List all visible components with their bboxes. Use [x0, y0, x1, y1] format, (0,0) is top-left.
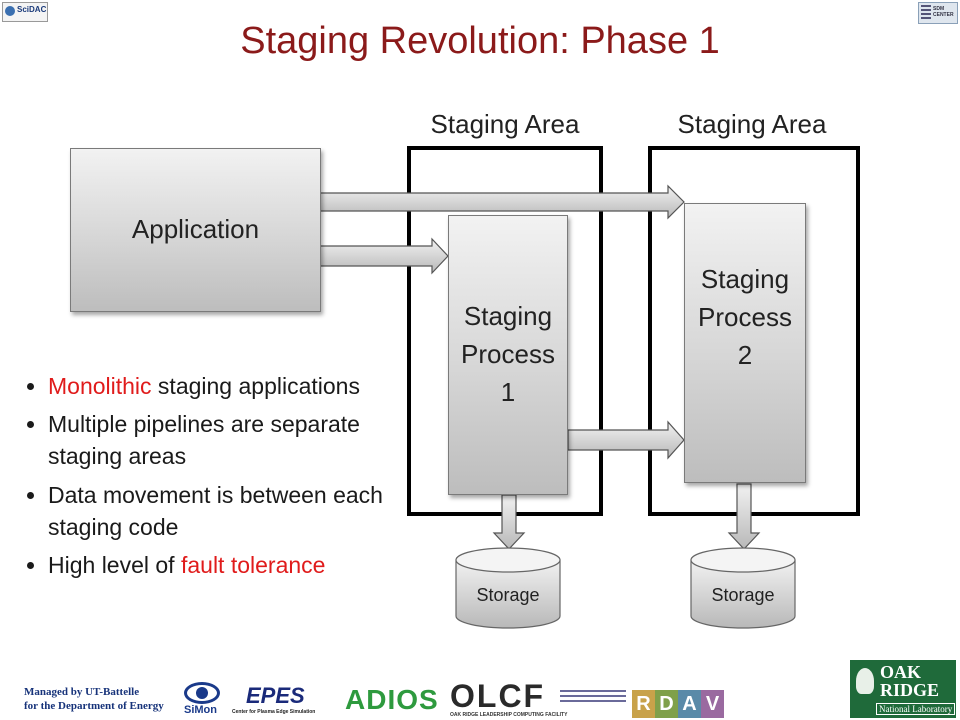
adios-logo: ADIOS: [345, 684, 439, 715]
epes-text: EPES: [246, 683, 305, 708]
eye-pupil-icon: [196, 687, 208, 699]
slide-title: Staging Revolution: Phase 1: [240, 20, 720, 62]
ornl-text-oak: OAK: [880, 662, 922, 682]
rdav-letter: A: [678, 690, 701, 718]
bullet-item: Monolithic staging applications: [48, 370, 422, 402]
staging-area-label-2: Staging Area: [677, 109, 827, 139]
rdav-logo: R D A V: [632, 690, 724, 718]
simon-text: SiMon: [184, 704, 217, 716]
application-label: Application: [131, 214, 260, 245]
footer-managed-by: Managed by UT-Battelle for the Departmen…: [24, 686, 164, 712]
bullet-item: Multiple pipelines are separate staging …: [48, 408, 422, 472]
rdav-letter: D: [655, 690, 678, 718]
storage-cylinder-1: [455, 547, 561, 629]
scidac-logo: SciDAC: [2, 2, 48, 22]
staging-process-2: Staging Process 2: [684, 203, 806, 483]
scidac-logo-text: SciDAC: [17, 5, 47, 14]
arrow-app-to-process2: [319, 184, 685, 220]
staging-process-1-label: Staging Process 1: [461, 301, 555, 407]
storage-label-2: Storage: [711, 585, 775, 605]
eye-icon: [184, 682, 220, 704]
arrow-process1-to-storage: [492, 494, 526, 550]
olcf-subtext: OAK RIDGE LEADERSHIP COMPUTING FACILITY: [450, 712, 568, 718]
simon-logo: SiMon: [178, 680, 226, 718]
arrow-app-to-process1: [319, 237, 449, 275]
olcf-circuit-icon: [560, 688, 626, 702]
staging-process-2-label: Staging Process 2: [698, 264, 792, 370]
bullet-item: Data movement is between each staging co…: [48, 479, 422, 543]
application-box: Application: [70, 148, 321, 312]
rdav-letter: R: [632, 690, 655, 718]
epes-subtext: Center for Plasma Edge Simulation: [232, 709, 316, 715]
rdav-letter: V: [701, 690, 724, 718]
sdm-grid-icon: [921, 5, 931, 19]
olcf-logo: OLCF OAK RIDGE LEADERSHIP COMPUTING FACI…: [450, 678, 630, 720]
staging-process-1: Staging Process 1: [448, 215, 568, 495]
storage-label-1: Storage: [476, 585, 540, 605]
scidac-swirl-icon: [5, 6, 15, 16]
bullet-list: Monolithic staging applications Multiple…: [22, 370, 422, 587]
arrow-process1-to-process2: [567, 420, 685, 460]
ornl-text-lab: National Laboratory: [876, 703, 956, 715]
ornl-logo: OAK RIDGE National Laboratory: [850, 660, 956, 718]
staging-area-label-1: Staging Area: [430, 109, 580, 139]
olcf-text: OLCF: [450, 678, 546, 714]
epes-logo: EPES Center for Plasma Edge Simulation: [232, 683, 342, 719]
bullet-item: High level of fault tolerance: [48, 549, 422, 581]
tree-icon: [856, 668, 874, 694]
arrow-process2-to-storage: [727, 483, 761, 550]
storage-cylinder-2: [690, 547, 796, 629]
staging-area-box-2: [648, 146, 860, 516]
sdm-center-logo: SDM CENTER: [918, 2, 958, 24]
sdm-center-text: SDM CENTER: [933, 6, 954, 18]
ornl-text-ridge: RIDGE: [880, 680, 940, 700]
